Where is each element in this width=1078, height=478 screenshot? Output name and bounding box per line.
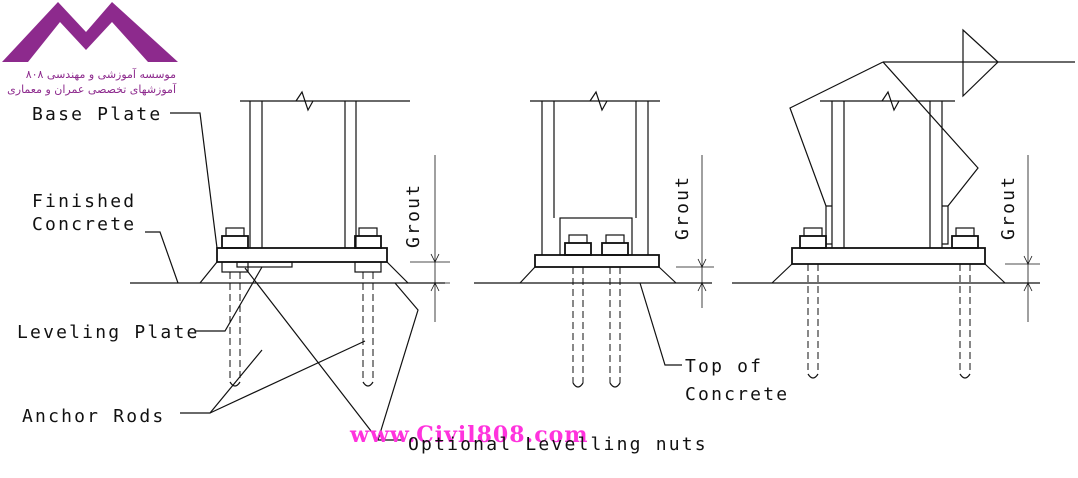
watermark: www.Civil808.com <box>349 422 589 448</box>
label-top-of-concrete-line1: Top of <box>685 356 763 377</box>
label-top-of-concrete-line2: Concrete <box>685 384 789 405</box>
label-base-plate: Base Plate <box>32 104 162 125</box>
label-optional-leveling-nuts: Optional Levelling nuts <box>408 434 708 455</box>
grout-label-middle: Grout <box>672 175 693 240</box>
label-finished-concrete-line1: Finished <box>32 191 136 212</box>
logo: موسسه آموزشی و مهندسی ۸۰۸ آموزشهای تخصصی… <box>2 2 178 96</box>
label-finished-concrete-line2: Concrete <box>32 214 136 235</box>
grout-label-right: Grout <box>998 175 1019 240</box>
label-anchor-rods: Anchor Rods <box>22 406 165 427</box>
grout-label-left: Grout <box>403 183 424 248</box>
detail-welded-base: Grout <box>732 28 1075 379</box>
logo-mark <box>2 2 178 62</box>
detail-leveling-plate: Grout <box>130 90 450 387</box>
logo-line-2: آموزشهای تخصصی عمران و معماری <box>7 82 177 96</box>
logo-line-1: موسسه آموزشی و مهندسی ۸۰۸ <box>26 67 176 81</box>
leader-lines <box>145 112 682 441</box>
label-leveling-plate: Leveling Plate <box>17 322 200 343</box>
detail-leveling-nuts: Grout <box>474 90 714 388</box>
